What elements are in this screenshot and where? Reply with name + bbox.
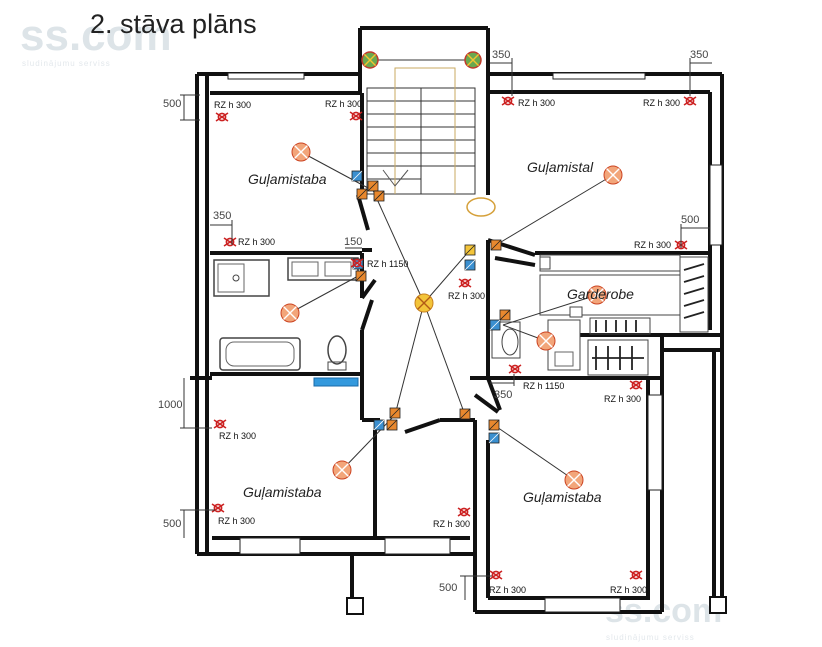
dimension-label: 500 <box>681 214 699 226</box>
stair-light-icon <box>361 51 379 69</box>
dimensions: 500 350 350 350 150 500 350 1000 500 500 <box>158 49 712 600</box>
socket-icon <box>501 96 515 106</box>
socket-label: RZ h 1150 <box>367 259 408 269</box>
dimension-label: 350 <box>492 49 510 61</box>
stair-light-icon <box>464 51 482 69</box>
socket-icon <box>457 507 471 517</box>
socket-label: RZ h 300 <box>433 519 470 529</box>
ceiling-light-icon <box>564 470 584 490</box>
dimension-label: 500 <box>439 582 457 594</box>
ceiling-light-icon <box>536 331 556 351</box>
socket-label: RZ h 300 <box>448 291 485 301</box>
room-label-bedroom-nw: Guļamistaba <box>248 171 327 187</box>
socket-icon <box>213 419 227 429</box>
socket-icon <box>489 570 503 580</box>
socket-icon <box>458 278 472 288</box>
socket-label: RZ h 300 <box>489 585 526 595</box>
socket-label: RZ h 300 <box>238 237 275 247</box>
ceiling-light-icon <box>291 142 311 162</box>
switch-icon <box>489 319 501 331</box>
socket-label: RZ h 300 <box>643 98 680 108</box>
switch-icon <box>386 419 398 431</box>
switch-icon <box>367 180 379 192</box>
socket-icon <box>215 112 229 122</box>
switch-icon <box>488 419 500 431</box>
switch-icon <box>356 188 368 200</box>
switch-icon <box>488 432 500 444</box>
switch-icon <box>490 239 502 251</box>
socket-icon <box>629 570 643 580</box>
switch-icon <box>464 244 476 256</box>
ceiling-light-icon <box>332 460 352 480</box>
dimension-label: 500 <box>163 98 181 110</box>
bathroom-fixtures <box>213 257 581 387</box>
dimension-label: 500 <box>163 518 181 530</box>
switch-icon <box>373 190 385 202</box>
socket-icon <box>223 237 237 247</box>
socket-labels: RZ h 300 RZ h 300 RZ h 300 RZ h 300 RZ h… <box>214 98 680 595</box>
room-label-wardrobe: Garderobe <box>567 286 634 302</box>
switch-icon <box>389 407 401 419</box>
switch-icon <box>459 408 471 420</box>
watermark-bottom-sub: sludinājumu serviss <box>606 633 695 642</box>
room-label-bedroom-se: Guļamistaba <box>523 489 602 505</box>
dimension-label: 150 <box>344 236 362 248</box>
watermark-top-sub: sludinājumu serviss <box>22 59 111 68</box>
dimension-label: 350 <box>494 389 512 401</box>
socket-label: RZ h 300 <box>604 394 641 404</box>
socket-label: RZ h 300 <box>214 100 251 110</box>
wiring <box>289 59 614 481</box>
ceiling-light-icon <box>603 165 623 185</box>
socket-icon <box>683 96 697 106</box>
hall-light-icon <box>414 293 434 313</box>
socket-icon <box>508 364 522 374</box>
watermark-top: ss.com <box>20 11 172 60</box>
room-label-bedroom-sw: Guļamistaba <box>243 484 322 500</box>
socket-label: RZ h 300 <box>219 431 256 441</box>
switch-icon <box>464 259 476 271</box>
windows <box>227 72 723 613</box>
dimension-label: 1000 <box>158 399 182 411</box>
socket-label: RZ h 300 <box>634 240 671 250</box>
room-labels: Guļamistaba Guļamistal Garderobe Guļamis… <box>243 159 634 505</box>
socket-icon <box>349 111 363 121</box>
switch-icon <box>373 419 385 431</box>
ceiling-light-icon <box>280 303 300 323</box>
socket-icon <box>629 380 643 390</box>
socket-label: RZ h 300 <box>610 585 647 595</box>
socket-label: RZ h 1150 <box>523 381 564 391</box>
socket-label: RZ h 300 <box>518 98 555 108</box>
wardrobe-shelves <box>539 254 709 376</box>
socket-icon <box>211 503 225 513</box>
socket-label: RZ h 300 <box>218 516 255 526</box>
room-label-bedroom-ne: Guļamistal <box>527 159 594 175</box>
socket-label: RZ h 300 <box>325 99 362 109</box>
dimension-label: 350 <box>213 210 231 222</box>
staircase <box>366 67 496 217</box>
plan-title: 2. stāva plāns <box>90 9 257 39</box>
switch-icon <box>351 170 363 182</box>
switch-icon <box>499 309 511 321</box>
switch-icon <box>355 270 367 282</box>
dimension-label: 350 <box>690 49 708 61</box>
